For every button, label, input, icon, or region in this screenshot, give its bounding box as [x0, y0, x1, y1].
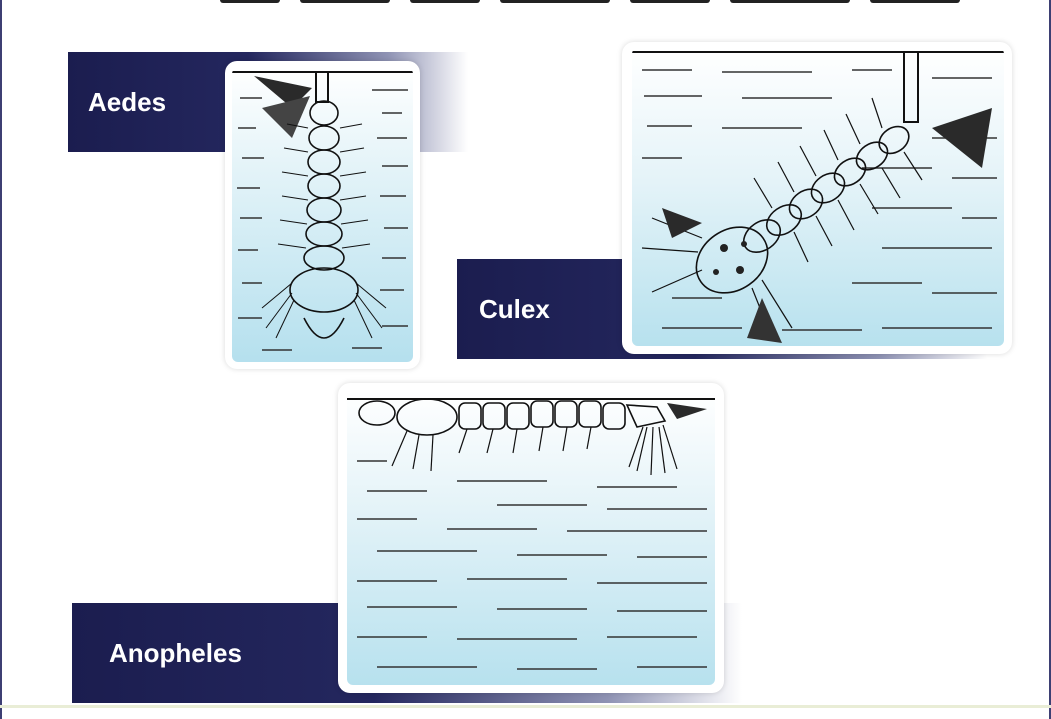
aedes-larva-illustration	[232, 68, 413, 362]
frame-left-border	[0, 0, 2, 719]
aedes-label: Aedes	[88, 87, 166, 118]
culex-label: Culex	[479, 294, 550, 325]
culex-panel	[622, 42, 1012, 354]
frame-bottom-strip	[0, 705, 1051, 708]
anopheles-larva-illustration	[347, 391, 715, 685]
anopheles-label: Anopheles	[109, 638, 242, 669]
anopheles-panel	[338, 383, 724, 693]
aedes-panel	[225, 61, 420, 369]
cropped-heading-text	[180, 0, 980, 6]
culex-larva-illustration	[632, 48, 1004, 346]
